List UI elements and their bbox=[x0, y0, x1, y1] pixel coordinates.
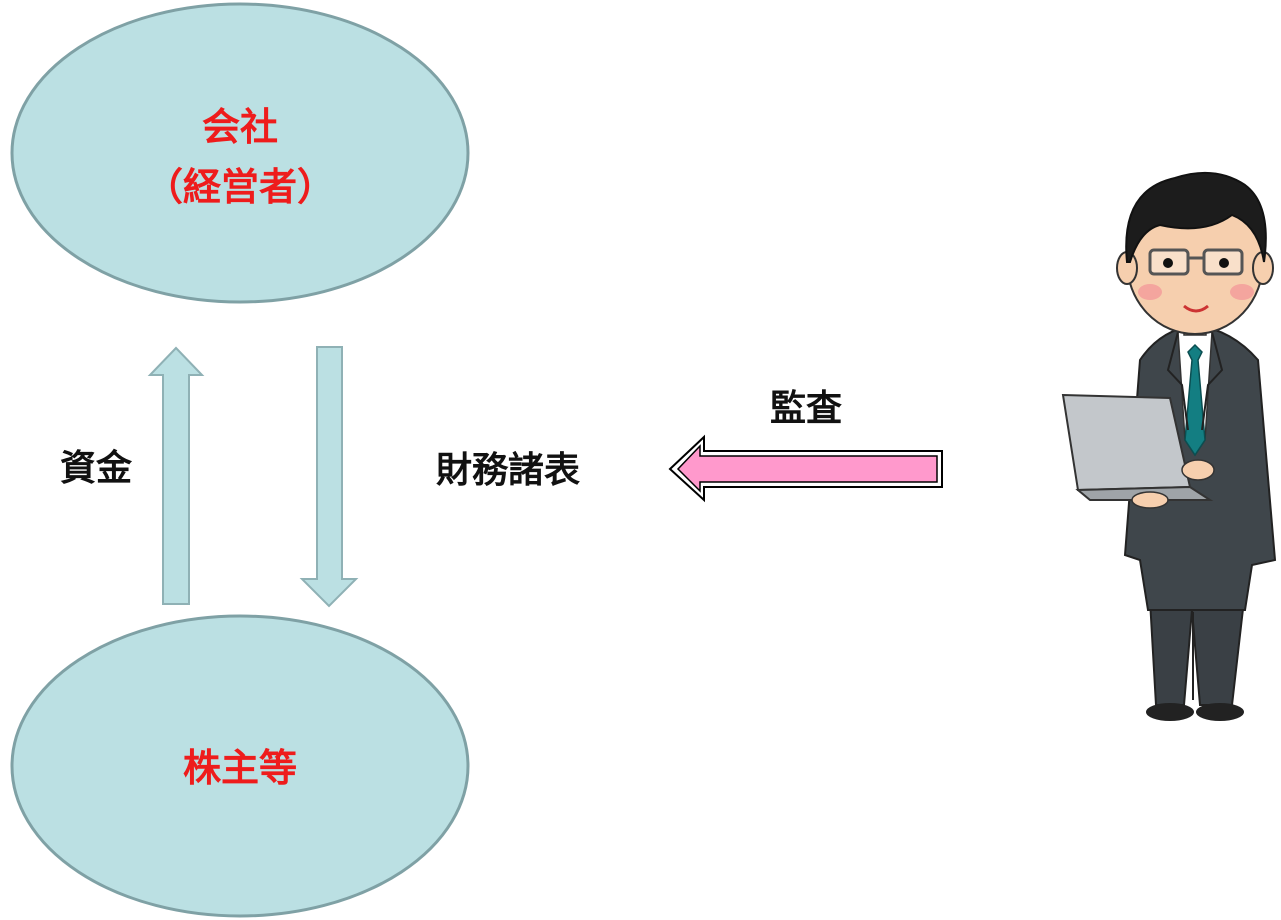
funds-label: 資金 bbox=[60, 447, 133, 489]
funds-arrow-shape bbox=[147, 346, 205, 605]
funds-arrow bbox=[147, 346, 205, 605]
company-name: 会社 bbox=[202, 104, 278, 149]
financial-statements-arrow bbox=[299, 346, 359, 608]
financial-statements-label: 財務諸表 bbox=[436, 449, 580, 491]
audit-arrow-inner bbox=[676, 444, 938, 493]
businessman-with-laptop-icon bbox=[1061, 171, 1277, 721]
company-subtitle: （経営者） bbox=[145, 164, 335, 209]
audit-arrow bbox=[668, 434, 943, 503]
shareholders-node: 株主等 bbox=[10, 614, 470, 918]
company-node: 会社 （経営者） bbox=[10, 2, 470, 304]
shareholders-label: 株主等 bbox=[183, 745, 297, 790]
audit-label: 監査 bbox=[770, 387, 842, 429]
shareholders-ellipse bbox=[10, 614, 470, 918]
company-ellipse bbox=[10, 2, 470, 304]
financial-statements-arrow-shape bbox=[299, 346, 359, 608]
